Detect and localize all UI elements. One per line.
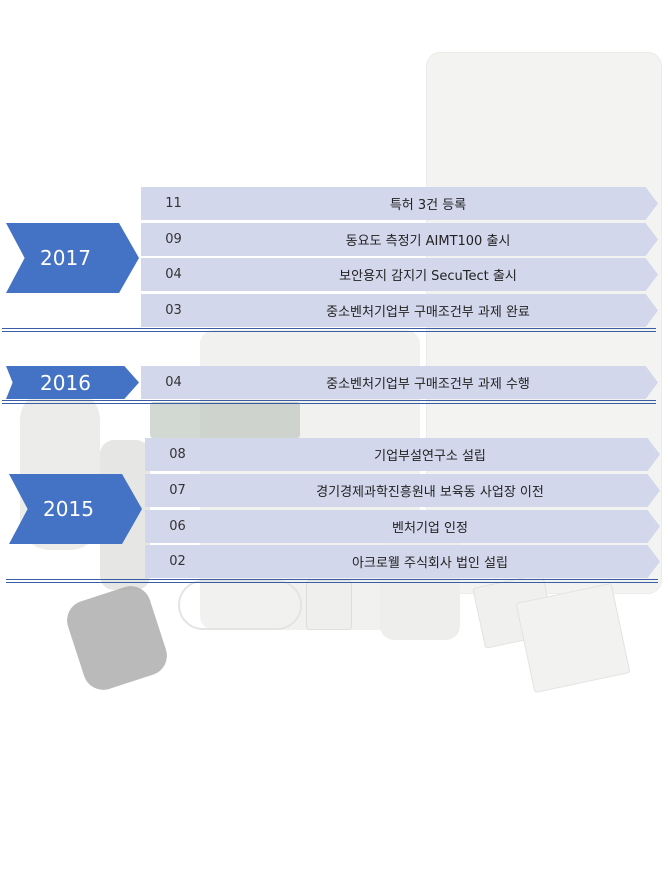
month-box: 11 [141, 187, 212, 220]
month-label: 07 [169, 483, 186, 498]
event-bar: 중소벤처기업부 구매조건부 과제 수행 [198, 366, 658, 399]
month-label: 06 [169, 519, 186, 534]
event-text: 보안용지 감지기 SecuTect 출시 [339, 269, 517, 284]
section-divider [6, 579, 658, 583]
year-label: 2015 [43, 497, 94, 521]
year-label: 2016 [40, 370, 91, 395]
event-bar: 아크로웰 주식회사 법인 설립 [200, 545, 660, 578]
year-badge-2015: 2015 [9, 474, 142, 544]
event-bar: 벤처기업 인정 [200, 510, 660, 543]
month-box: 04 [141, 366, 212, 399]
event-text: 벤처기업 인정 [392, 521, 468, 536]
year-label: 2017 [40, 246, 91, 270]
event-bar: 경기경제과학진흥원내 보육동 사업장 이전 [200, 474, 660, 507]
event-text: 기업부설연구소 설립 [374, 449, 486, 464]
year-badge-2017: 2017 [6, 223, 139, 293]
event-text: 특허 3건 등록 [389, 198, 467, 213]
month-label: 04 [165, 267, 182, 282]
month-box: 04 [141, 258, 212, 291]
event-bar: 기업부설연구소 설립 [200, 438, 660, 471]
event-text: 경기경제과학진흥원내 보육동 사업장 이전 [316, 485, 544, 500]
month-label: 11 [165, 196, 182, 211]
event-text: 아크로웰 주식회사 법인 설립 [352, 556, 508, 571]
month-label: 02 [169, 554, 186, 569]
event-bar: 중소벤처기업부 구매조건부 과제 완료 [198, 294, 658, 327]
event-text: 동요도 측정기 AIMT100 출시 [345, 234, 511, 249]
month-label: 04 [165, 375, 182, 390]
event-text: 중소벤처기업부 구매조건부 과제 완료 [326, 305, 530, 320]
section-divider [2, 400, 656, 404]
event-bar: 보안용지 감지기 SecuTect 출시 [198, 258, 658, 291]
month-label: 08 [169, 447, 186, 462]
month-box: 09 [141, 223, 212, 256]
year-badge-2016: 2016 [6, 366, 139, 399]
month-box: 03 [141, 294, 212, 327]
event-bar: 동요도 측정기 AIMT100 출시 [198, 223, 658, 256]
event-bar: 특허 3건 등록 [198, 187, 658, 220]
month-label: 03 [165, 303, 182, 318]
section-divider [2, 328, 656, 332]
month-label: 09 [165, 232, 182, 247]
event-text: 중소벤처기업부 구매조건부 과제 수행 [326, 377, 530, 392]
